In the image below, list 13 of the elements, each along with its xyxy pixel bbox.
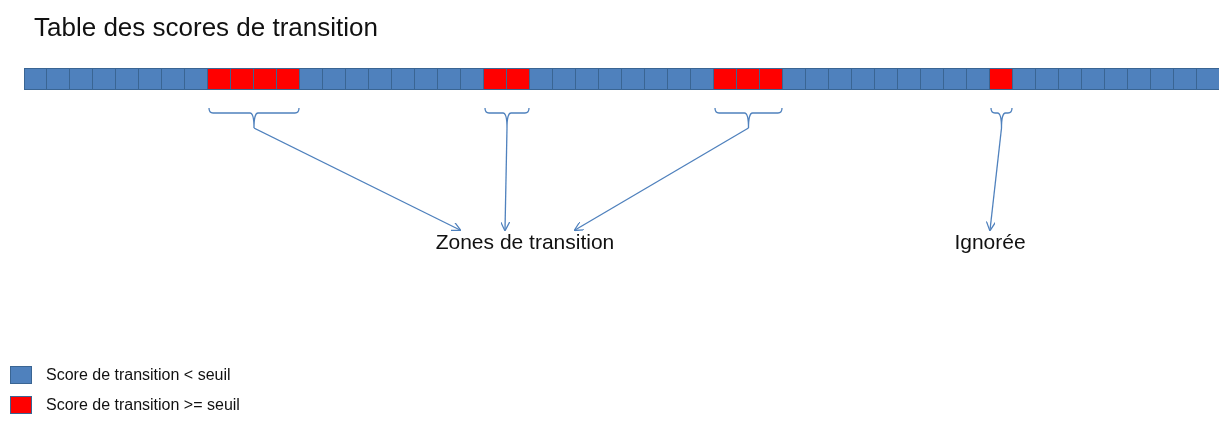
zone-label: Zones de transition (400, 230, 650, 254)
arrow (500, 127, 511, 232)
arrow (985, 127, 1003, 232)
arrow (573, 127, 750, 232)
highlighted-cell-group (484, 68, 530, 128)
zone-label: Ignorée (940, 230, 1040, 254)
highlighted-cell-group (714, 68, 783, 128)
highlighted-cell-group (208, 68, 300, 128)
legend-label: Score de transition >= seuil (46, 396, 240, 414)
arrow (253, 127, 462, 232)
diagram-title: Table des scores de transition (34, 12, 378, 43)
legend-label: Score de transition < seuil (46, 366, 231, 384)
highlighted-cell-group (990, 68, 1013, 128)
